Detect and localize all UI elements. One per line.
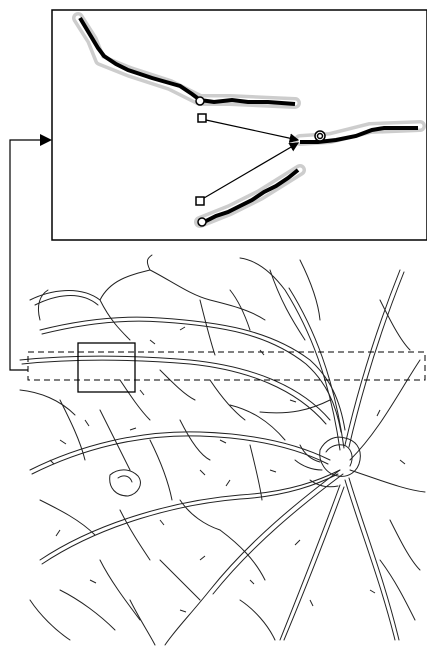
- zoom-connector: [9, 139, 40, 371]
- endpoint-marker: [197, 217, 207, 227]
- vessel-fragments: [49, 326, 406, 613]
- vessel-segment-upper: [78, 16, 296, 106]
- endpoint-marker: [316, 132, 324, 140]
- anchor-square: [195, 196, 205, 206]
- anchor-square: [197, 113, 207, 123]
- zoom-connector-arrowhead: [40, 134, 52, 146]
- vessel-segment-right: [300, 126, 418, 144]
- match-arrow-upper: [205, 119, 300, 143]
- endpoint-marker: [195, 96, 205, 106]
- match-arrow-lower: [203, 142, 300, 199]
- anchor-markers: [195, 113, 207, 206]
- vessel-segment-lower: [203, 168, 300, 224]
- selection-box: [77, 342, 136, 393]
- endpoint-markers: [195, 96, 326, 227]
- zoom-inset: [51, 9, 427, 241]
- selection-band: [27, 351, 426, 381]
- retina-vessel-map: [19, 254, 426, 646]
